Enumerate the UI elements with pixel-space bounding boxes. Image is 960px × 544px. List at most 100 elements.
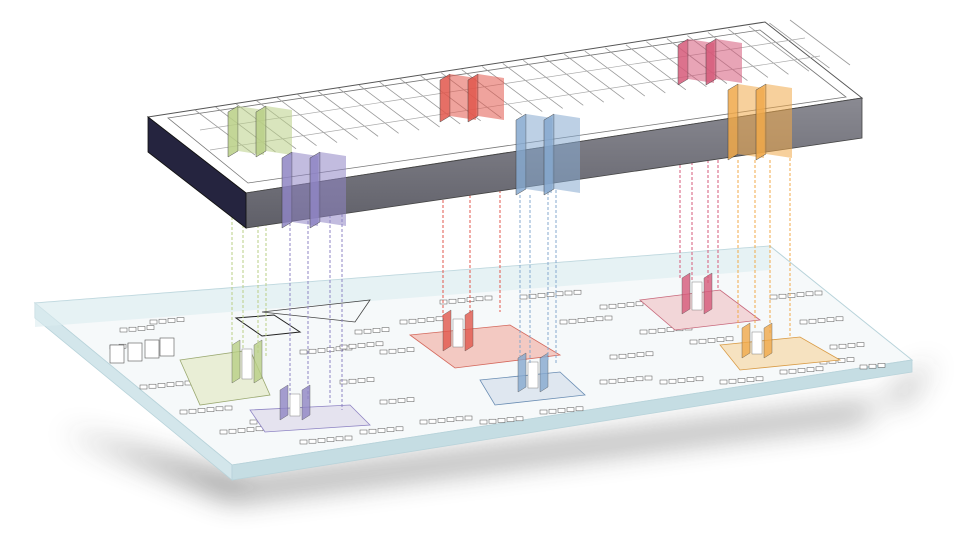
floor-zone-blue-panel — [517, 352, 527, 393]
desk — [604, 315, 613, 321]
desk — [564, 290, 573, 296]
roof-structure-level — [146, 19, 864, 229]
desk — [787, 293, 796, 298]
floor-zone-pink-panel — [703, 272, 713, 315]
desk — [368, 428, 377, 434]
desk — [475, 296, 484, 302]
desk — [397, 348, 406, 353]
desk — [366, 342, 375, 347]
desk — [375, 341, 384, 347]
desk — [814, 290, 823, 296]
floor-zone-orange-panel — [741, 322, 751, 359]
floor-zone-purple-panel — [279, 384, 289, 421]
floor-zone-green-core — [241, 348, 253, 380]
desk — [379, 349, 388, 355]
floor-zone-pink-core — [691, 281, 703, 311]
desk — [548, 408, 557, 414]
roof-beam — [338, 87, 399, 134]
roof-zone-green-panel — [255, 105, 267, 158]
desk — [455, 416, 464, 422]
roof-end-face — [147, 116, 247, 229]
desk — [197, 408, 206, 413]
desk — [859, 364, 868, 370]
desk — [635, 376, 644, 382]
desk — [381, 327, 390, 332]
roof-beam — [379, 81, 440, 128]
desk — [359, 429, 368, 435]
furniture-layer — [109, 289, 886, 445]
desk — [838, 343, 847, 349]
desk — [408, 318, 417, 324]
desk — [137, 326, 146, 331]
roof-beam — [358, 84, 420, 131]
desk — [372, 328, 381, 333]
desk — [299, 439, 308, 445]
desk — [506, 417, 515, 422]
desk — [559, 319, 568, 325]
desk — [357, 343, 366, 348]
desk — [167, 318, 176, 323]
desk — [488, 418, 497, 424]
desk — [428, 418, 437, 424]
desk — [599, 304, 608, 310]
desk — [769, 294, 778, 300]
roof-beam — [523, 60, 584, 106]
desk — [175, 381, 184, 387]
desk — [608, 303, 617, 309]
desk — [148, 383, 157, 389]
desk — [515, 416, 524, 422]
desk — [805, 291, 814, 297]
desk — [206, 407, 215, 412]
desk — [546, 292, 555, 297]
floor-zone-green-panel — [253, 339, 263, 384]
desk — [557, 408, 566, 413]
desk — [397, 398, 406, 403]
desk — [689, 339, 698, 345]
floor-zone-red-core — [452, 318, 464, 348]
floor-shadow — [60, 360, 935, 500]
desk — [618, 353, 627, 359]
desk — [835, 316, 844, 322]
desk — [426, 317, 435, 322]
desk — [755, 376, 764, 382]
roof-zone-purple-panel — [309, 151, 321, 229]
desk — [308, 348, 317, 354]
desk — [817, 318, 826, 323]
desk — [139, 384, 148, 390]
desk — [695, 376, 704, 382]
desk — [599, 379, 608, 385]
roof-zone-red-panel — [467, 73, 479, 123]
desk — [595, 316, 604, 322]
floor-zone-blue-core — [527, 361, 539, 389]
desk — [363, 328, 372, 334]
desk — [344, 435, 353, 441]
desk — [635, 301, 644, 307]
desk — [617, 303, 626, 308]
desk — [698, 338, 707, 344]
stair-symbol — [234, 314, 302, 337]
roof-beam — [564, 53, 625, 100]
desk — [737, 378, 746, 383]
desk — [568, 318, 577, 324]
roof-zone-green-panel-side — [266, 106, 292, 155]
desk — [215, 406, 224, 412]
desk — [317, 348, 326, 353]
desk — [417, 318, 426, 323]
floor-zone-orange-panel — [763, 322, 773, 359]
desk — [537, 293, 546, 298]
desk — [249, 419, 258, 425]
desk — [627, 353, 636, 358]
desk — [388, 348, 397, 354]
roof-beam — [502, 63, 563, 109]
desk — [799, 319, 808, 325]
desk — [626, 302, 635, 307]
roof-zone-purple-panel — [281, 151, 293, 229]
desk — [806, 367, 815, 372]
desk — [577, 318, 586, 323]
desk — [166, 382, 175, 387]
roof-zone-pink-panel-side — [716, 39, 742, 83]
roof-beam — [584, 50, 646, 97]
desk — [395, 426, 404, 432]
desk — [457, 298, 466, 303]
